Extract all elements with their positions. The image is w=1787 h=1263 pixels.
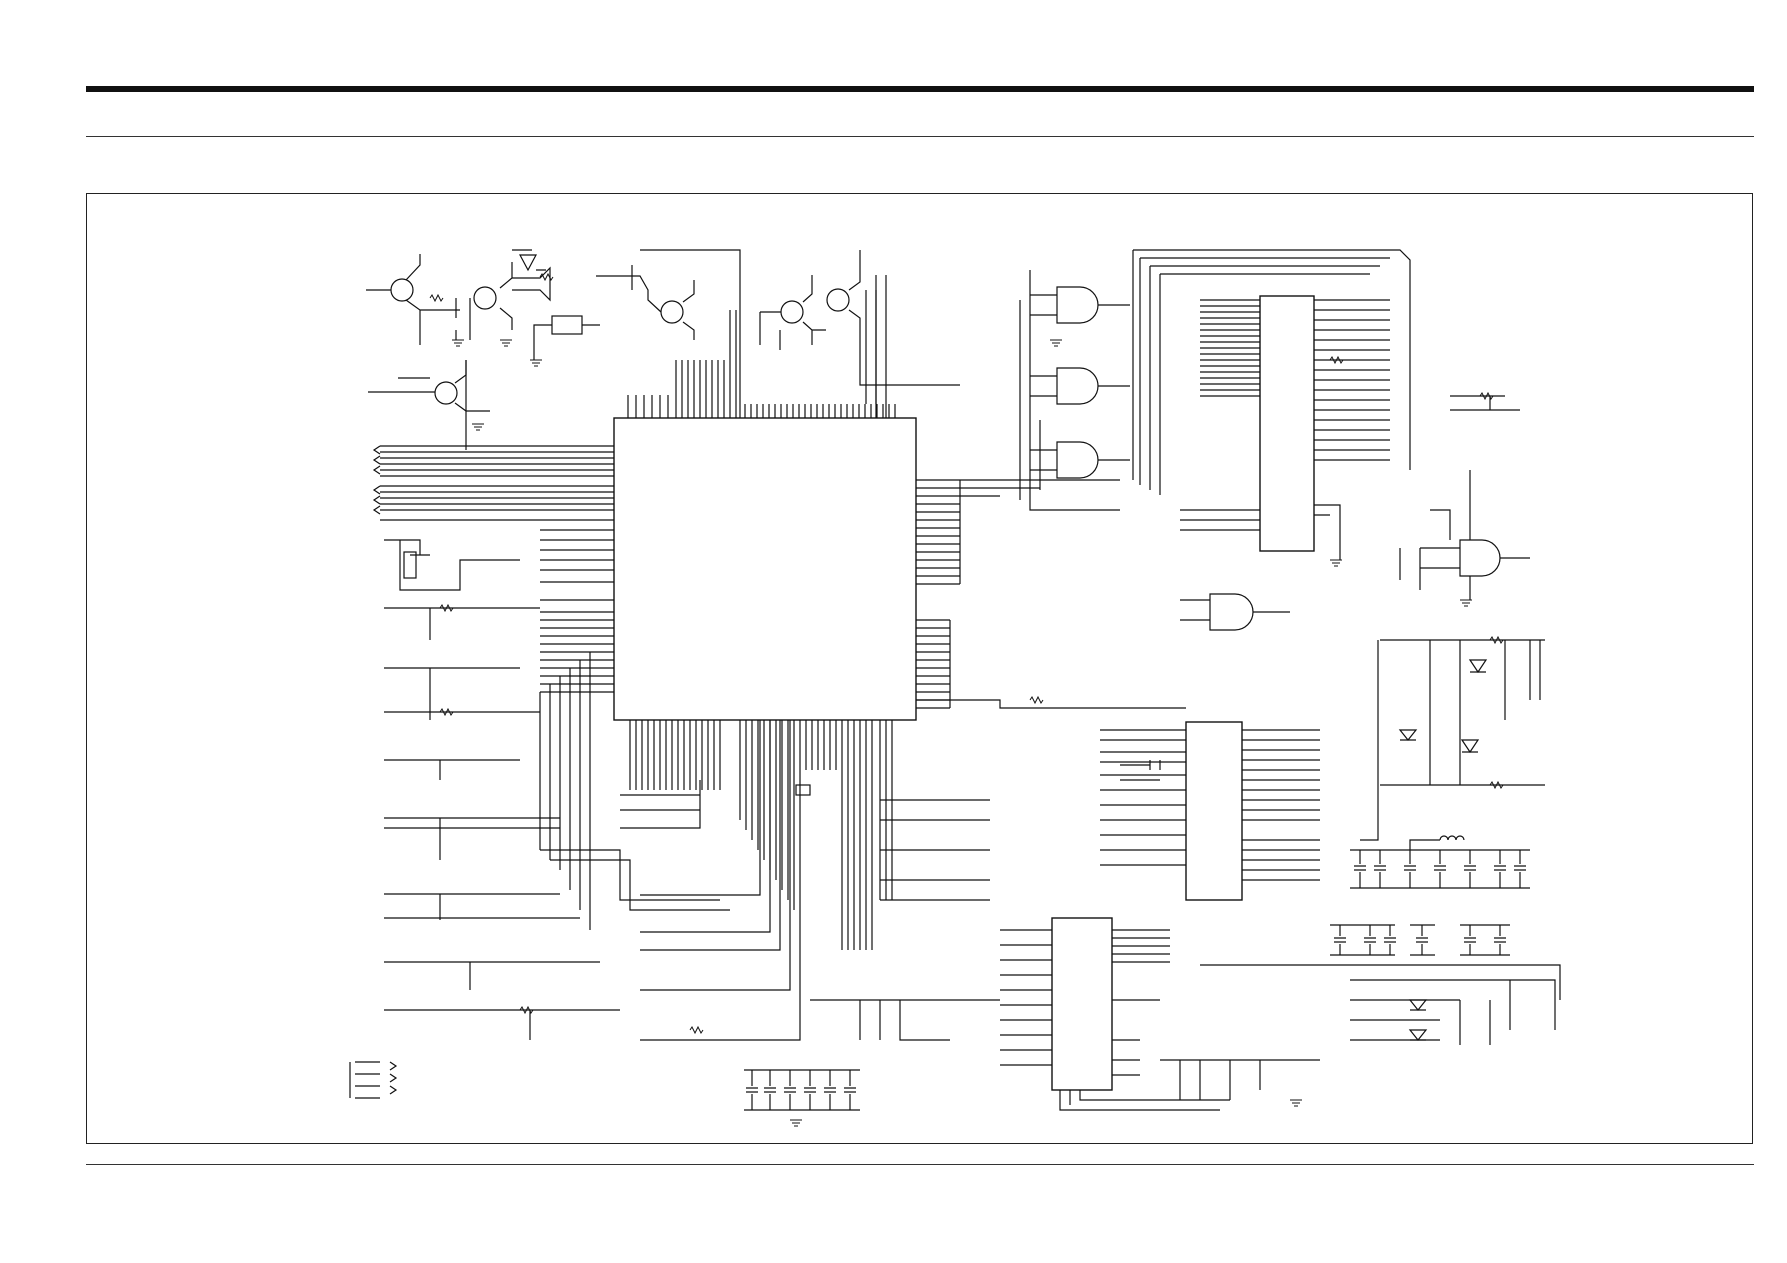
- and-gate-1: [1030, 286, 1130, 324]
- cpu-bottom-pins: [629, 720, 893, 950]
- lower-center-ic: [1051, 917, 1113, 1091]
- lower-center-ic-pins: [1000, 929, 1320, 1111]
- bottom-left-bus: [539, 652, 801, 1041]
- and-gate-4: [1180, 593, 1290, 631]
- cpu-left-pins: [380, 445, 614, 693]
- left-connectors: [372, 445, 620, 1040]
- and-gate-5: [1399, 470, 1530, 600]
- and-gate-2: [1030, 367, 1130, 405]
- right-bottom-network: [1200, 964, 1561, 1045]
- upper-right-ic: [1259, 295, 1315, 552]
- bottom-center-section: [810, 799, 1000, 1041]
- header-rule-thick: [86, 86, 1754, 92]
- transistor-stage-1: [366, 249, 600, 360]
- middle-right-ic: [1185, 721, 1243, 901]
- right-capacitor-bank-2: [1330, 924, 1510, 956]
- bottom-left-connector-block: [349, 1061, 398, 1099]
- ground-symbols: [452, 339, 1472, 1127]
- transistor-stage-3: [596, 249, 741, 418]
- cpu-right-pins: [916, 479, 1120, 709]
- middle-right-ic-pins: [916, 699, 1320, 881]
- cpu-top-pins: [627, 275, 896, 418]
- schematic-frame: [86, 193, 1753, 1144]
- header-rule-thin: [86, 136, 1754, 137]
- upper-right-ic-pins: [1132, 249, 1411, 560]
- main-cpu-ic: [613, 417, 917, 721]
- capacitor-bank-bottom: [744, 1069, 860, 1111]
- transistor-stage-2: [368, 360, 490, 450]
- gate-feed-lines: [1019, 270, 1120, 511]
- resistors: [429, 272, 1504, 1035]
- right-top-network: [1450, 395, 1520, 411]
- right-analog-section: [1360, 639, 1545, 841]
- and-gate-3: [1030, 441, 1130, 479]
- right-capacitor-bank-1: [1350, 835, 1530, 889]
- transistor-stage-4: [759, 250, 960, 404]
- footer-rule: [86, 1164, 1754, 1165]
